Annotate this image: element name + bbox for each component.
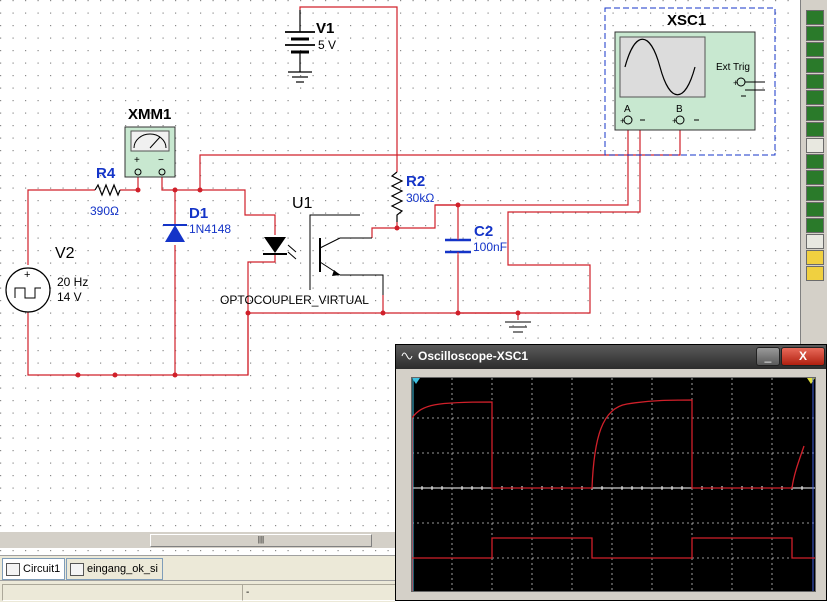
oscilloscope-window[interactable]: Oscilloscope-XSC1 _ X bbox=[395, 344, 827, 601]
bode-plotter-icon[interactable] bbox=[806, 90, 824, 105]
svg-text:+: + bbox=[733, 78, 738, 88]
channel-a-trace bbox=[412, 399, 805, 591]
status-cell: - bbox=[242, 584, 397, 601]
distortion-analyzer-icon[interactable] bbox=[806, 186, 824, 201]
minimize-button[interactable]: _ bbox=[756, 347, 780, 366]
word-generator-icon[interactable] bbox=[806, 122, 824, 137]
r4-value: 390Ω bbox=[90, 204, 119, 218]
circuit-file-icon bbox=[6, 563, 20, 576]
oscilloscope-icon[interactable] bbox=[806, 58, 824, 73]
tab-label: Circuit1 bbox=[23, 563, 61, 575]
multimeter-icon[interactable] bbox=[806, 10, 824, 25]
xsc1-label: XSC1 bbox=[667, 12, 707, 29]
cursor1-marker-icon[interactable] bbox=[412, 378, 420, 384]
meter-arc-icon bbox=[133, 133, 167, 149]
d1-label: D1 bbox=[189, 205, 209, 222]
sine-wave-icon bbox=[624, 38, 696, 96]
d1-value: 1N4148 bbox=[189, 222, 232, 236]
design-tab-bar: Circuit1 eingang_ok_si bbox=[0, 555, 395, 581]
ext-trig-label: Ext Trig bbox=[716, 62, 750, 73]
svg-text:−: − bbox=[158, 155, 164, 166]
four-channel-scope-icon[interactable] bbox=[806, 74, 824, 89]
svg-text:+: + bbox=[134, 155, 140, 166]
v2-freq: 20 Hz bbox=[57, 275, 89, 289]
circuit-file-icon bbox=[70, 563, 84, 576]
labview-icon[interactable] bbox=[806, 250, 824, 265]
channel-a-label: A bbox=[624, 104, 631, 115]
tab-circuit1[interactable]: Circuit1 bbox=[2, 558, 66, 580]
svg-text:+: + bbox=[24, 269, 30, 281]
probe-icon[interactable] bbox=[806, 266, 824, 281]
scrollbar-thumb[interactable]: ||| bbox=[150, 534, 372, 547]
cursor2-marker-icon[interactable] bbox=[807, 378, 815, 384]
svg-text:+: + bbox=[672, 116, 677, 126]
svg-text:+: + bbox=[620, 116, 625, 126]
tab-label: eingang_ok_si bbox=[87, 563, 158, 575]
logic-converter-icon[interactable] bbox=[806, 154, 824, 169]
r4-resistor-symbol[interactable] bbox=[94, 183, 121, 197]
function-generator-icon[interactable] bbox=[806, 26, 824, 41]
v2-source-symbol[interactable]: + bbox=[5, 267, 51, 313]
oscilloscope-titlebar[interactable]: Oscilloscope-XSC1 _ X bbox=[396, 345, 826, 369]
xmm1-dial bbox=[130, 130, 170, 152]
xsc1-screen-icon bbox=[619, 36, 706, 98]
v1-label: V1 bbox=[316, 20, 335, 37]
frequency-counter-icon[interactable] bbox=[806, 106, 824, 121]
iv-analyzer-icon[interactable] bbox=[806, 170, 824, 185]
v2-label: V2 bbox=[55, 245, 75, 262]
r4-label: R4 bbox=[96, 165, 116, 182]
u1-value: OPTOCOUPLER_VIRTUAL bbox=[220, 293, 369, 307]
c2-value: 100nF bbox=[473, 240, 508, 254]
network-analyzer-icon[interactable] bbox=[806, 218, 824, 233]
spectrum-analyzer-icon[interactable] bbox=[806, 202, 824, 217]
v1-value: 5 V bbox=[318, 38, 337, 52]
wires bbox=[27, 6, 681, 376]
xmm1-label: XMM1 bbox=[128, 106, 172, 123]
junctions bbox=[75, 187, 521, 378]
close-button[interactable]: X bbox=[781, 347, 825, 366]
c2-label: C2 bbox=[474, 223, 494, 240]
u1-label: U1 bbox=[292, 195, 313, 212]
tab-eingang-ok-si[interactable]: eingang_ok_si bbox=[66, 558, 163, 580]
v2-amp: 14 V bbox=[57, 290, 82, 304]
agilent-icon[interactable] bbox=[806, 234, 824, 249]
oscilloscope-screen bbox=[411, 377, 816, 592]
channel-b-label: B bbox=[676, 104, 683, 115]
v1-battery-symbol[interactable] bbox=[285, 10, 315, 83]
ground-symbol bbox=[505, 321, 531, 333]
oscilloscope-icon bbox=[401, 352, 413, 360]
r2-label: R2 bbox=[406, 173, 426, 190]
ext-trig-leads bbox=[745, 81, 765, 91]
r2-value: 30kΩ bbox=[406, 191, 435, 205]
axis-ticks bbox=[421, 486, 803, 490]
channel-b-trace bbox=[412, 537, 815, 559]
wattmeter-icon[interactable] bbox=[806, 42, 824, 57]
status-bar: - bbox=[0, 580, 397, 602]
d1-diode-symbol[interactable] bbox=[163, 224, 187, 242]
logic-analyzer-icon[interactable] bbox=[806, 138, 824, 153]
u1-optocoupler-symbol[interactable] bbox=[263, 214, 384, 295]
horizontal-scrollbar[interactable]: ||| bbox=[0, 531, 395, 548]
status-cell-empty bbox=[2, 584, 243, 601]
r2-resistor-symbol[interactable] bbox=[390, 171, 404, 222]
window-title: Oscilloscope-XSC1 bbox=[418, 349, 529, 363]
xsc1-frame bbox=[604, 7, 776, 156]
